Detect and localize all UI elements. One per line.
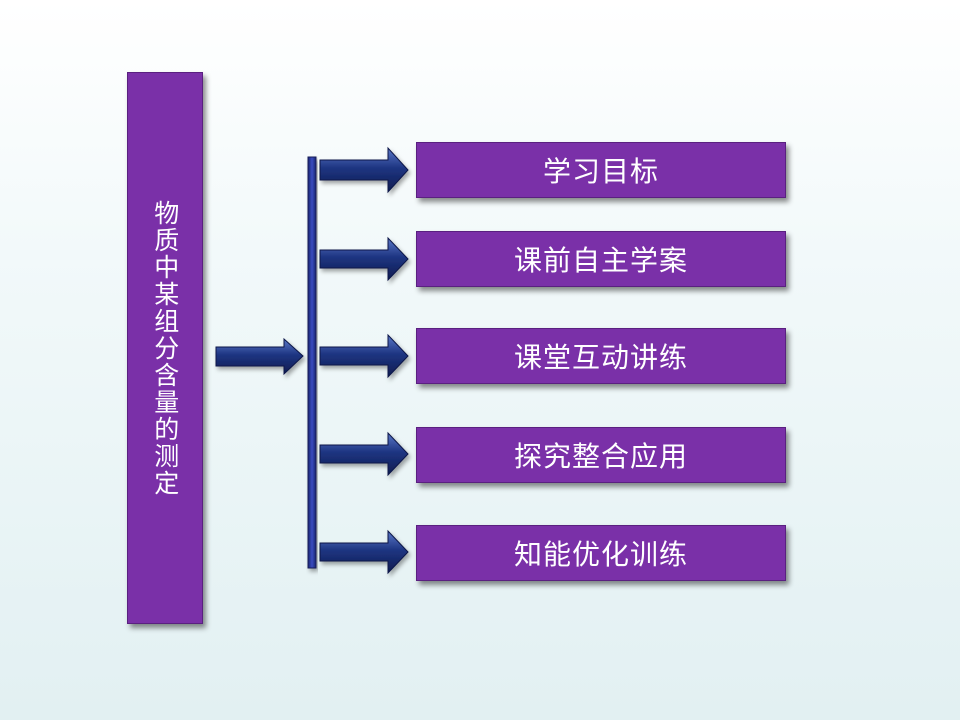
title-box: 物质中某组分含量的测定: [127, 72, 203, 624]
menu-item-label: 知能优化训练: [513, 538, 688, 571]
menu-item-label: 探究整合应用: [513, 440, 688, 473]
menu-item-classroom-interaction[interactable]: 课堂互动讲练: [416, 328, 786, 384]
menu-item-preview-study[interactable]: 课前自主学案: [416, 231, 786, 287]
menu-item-label: 课前自主学案: [513, 244, 688, 277]
branch-arrow-icon: [319, 333, 409, 379]
menu-item-learning-goals[interactable]: 学习目标: [416, 142, 786, 198]
menu-item-label: 学习目标: [542, 155, 659, 188]
menu-item-optimization-training[interactable]: 知能优化训练: [416, 525, 786, 581]
branch-arrow-icon: [319, 529, 409, 575]
slide-title: 物质中某组分含量的测定: [150, 199, 180, 497]
menu-item-inquiry-application[interactable]: 探究整合应用: [416, 427, 786, 483]
branch-arrow-icon: [319, 236, 409, 282]
branch-arrow-icon: [319, 146, 409, 194]
vertical-connector-bar: [307, 156, 317, 569]
menu-item-label: 课堂互动讲练: [513, 341, 688, 374]
main-arrow-icon: [215, 337, 304, 376]
branch-arrow-icon: [319, 431, 409, 477]
